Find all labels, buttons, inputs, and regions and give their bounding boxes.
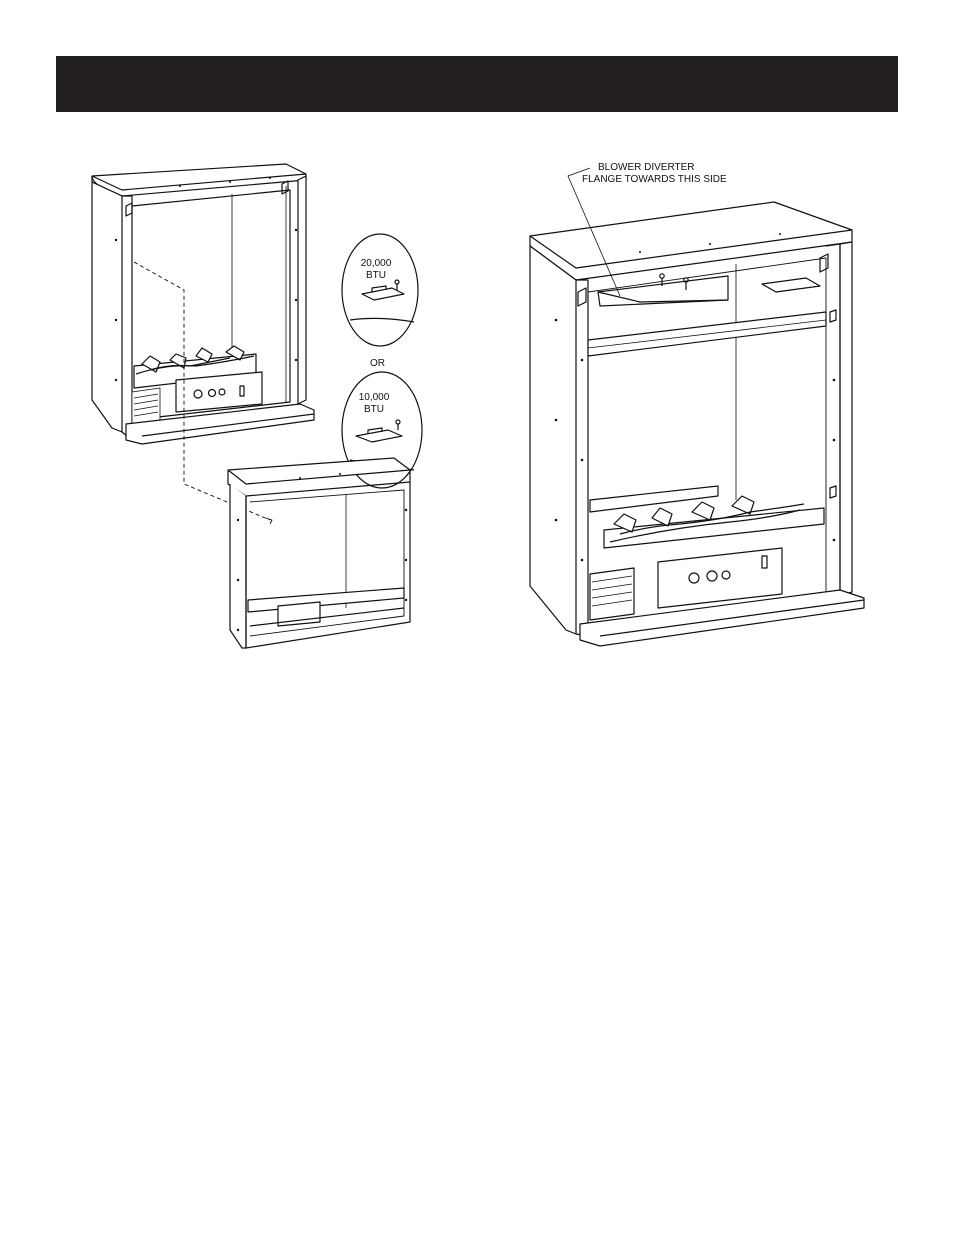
callout-20000-unit: BTU [366, 270, 386, 281]
callout-10000-value: 10,000 [359, 392, 390, 403]
callout-20000-btu: 20,000 BTU [342, 234, 418, 346]
assembled-unit-right [530, 202, 864, 646]
callout-20000-value: 20,000 [361, 258, 392, 269]
firebox-unit-left [92, 164, 314, 444]
annotation-line1: BLOWER DIVERTER [598, 162, 695, 173]
annotation-line2: FLANGE TOWARDS THIS SIDE [582, 174, 727, 185]
callout-10000-unit: BTU [364, 404, 384, 415]
installation-figure: 20,000 BTU OR 10,000 BTU [0, 0, 954, 700]
or-label: OR [370, 358, 385, 369]
